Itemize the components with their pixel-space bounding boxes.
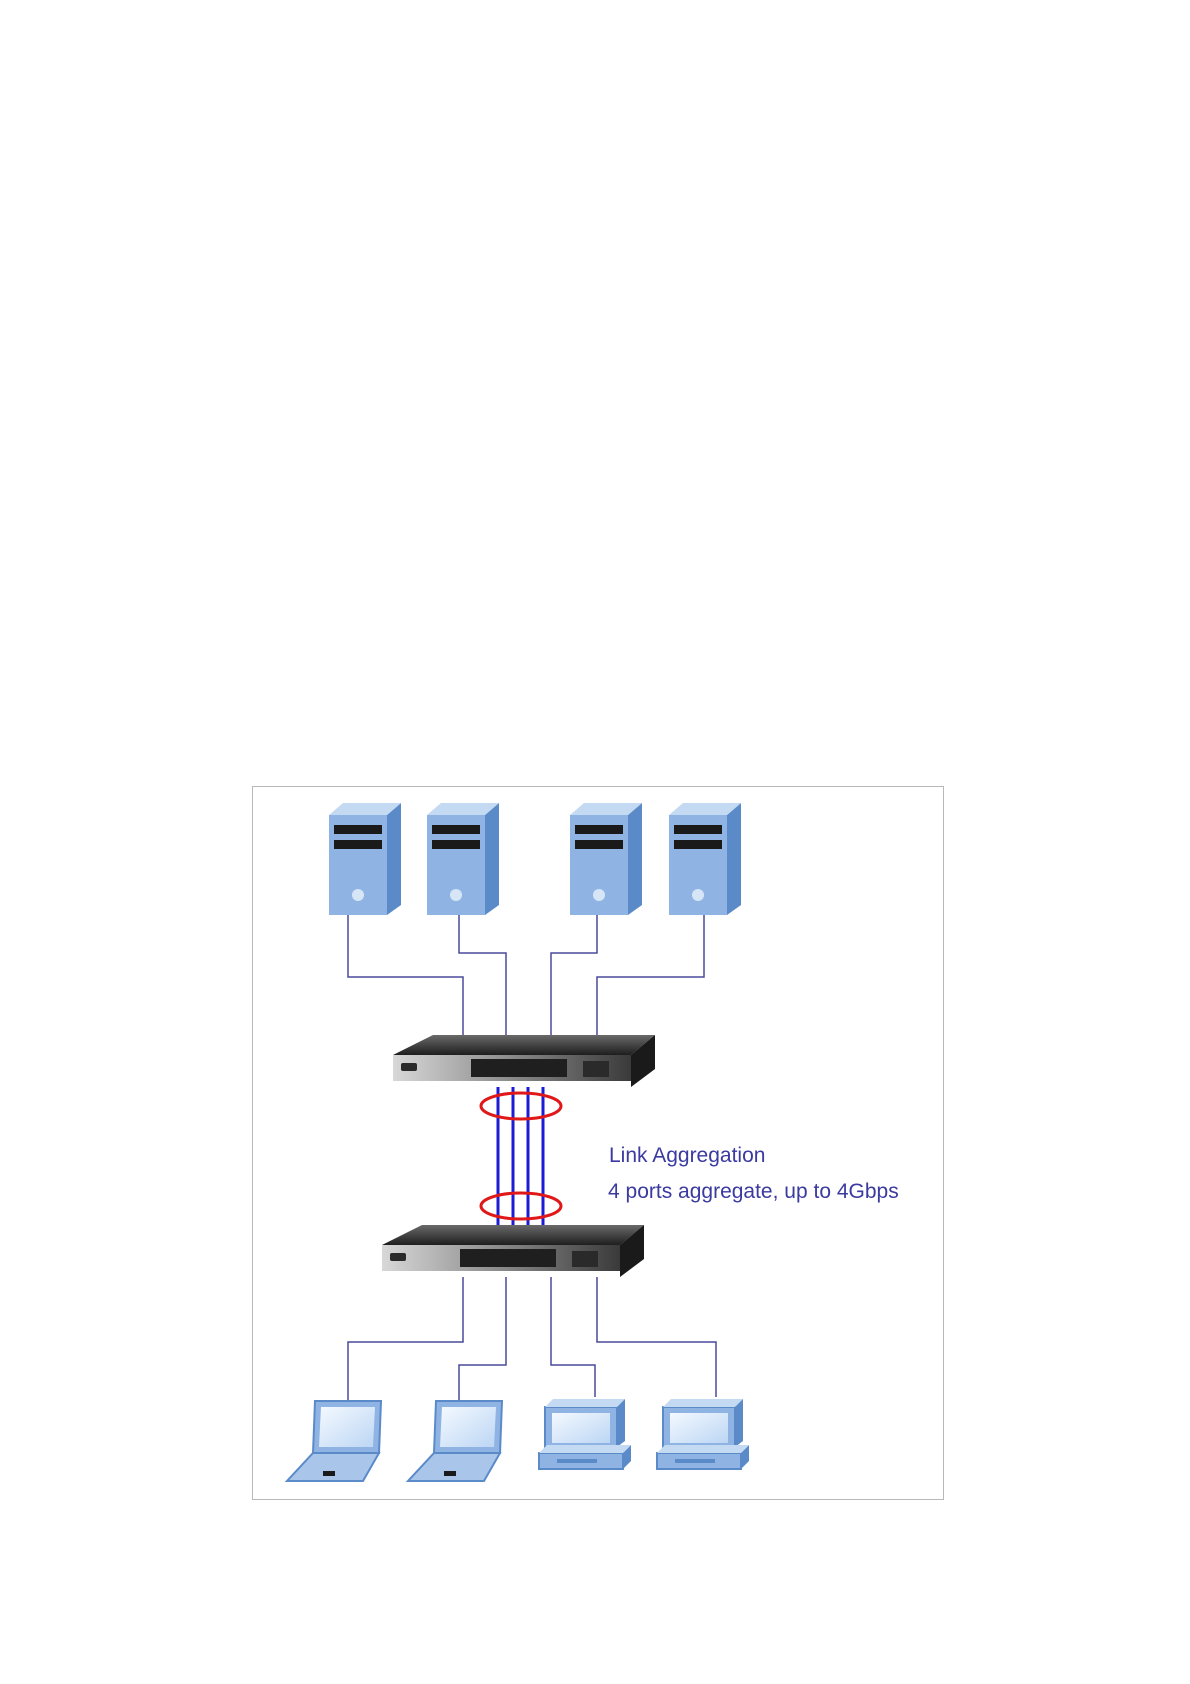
laptop-icon: [287, 1401, 381, 1481]
trunk-ring-top: [481, 1093, 561, 1119]
aggregated-trunk: [498, 1087, 543, 1227]
caption-link-aggregation: Link Aggregation: [609, 1145, 765, 1166]
client-cables: [348, 1277, 716, 1405]
trunk-ring-bottom: [481, 1193, 561, 1219]
laptop-icon: [408, 1401, 502, 1481]
desktop-computer-icon: [657, 1399, 749, 1469]
link-aggregation-figure: Link Aggregation 4 ports aggregate, up t…: [252, 786, 944, 1500]
cable-server-3: [551, 915, 597, 1045]
cable-server-2: [459, 915, 506, 1045]
network-switch-icon: [382, 1225, 644, 1277]
cable-server-4: [597, 915, 704, 1045]
network-diagram: [253, 787, 943, 1499]
cable-client-2: [459, 1277, 506, 1405]
desktop-computer-icon: [539, 1399, 631, 1469]
network-switch-icon: [393, 1035, 655, 1087]
server-tower-icon: [329, 803, 401, 915]
server-cables: [348, 915, 704, 1045]
cable-client-1: [348, 1277, 463, 1405]
cable-server-1: [348, 915, 463, 1045]
caption-aggregate-speed: 4 ports aggregate, up to 4Gbps: [608, 1181, 899, 1202]
server-tower-icon: [669, 803, 741, 915]
server-tower-icon: [570, 803, 642, 915]
cable-client-3: [551, 1277, 595, 1397]
cable-client-4: [597, 1277, 716, 1397]
server-tower-icon: [427, 803, 499, 915]
